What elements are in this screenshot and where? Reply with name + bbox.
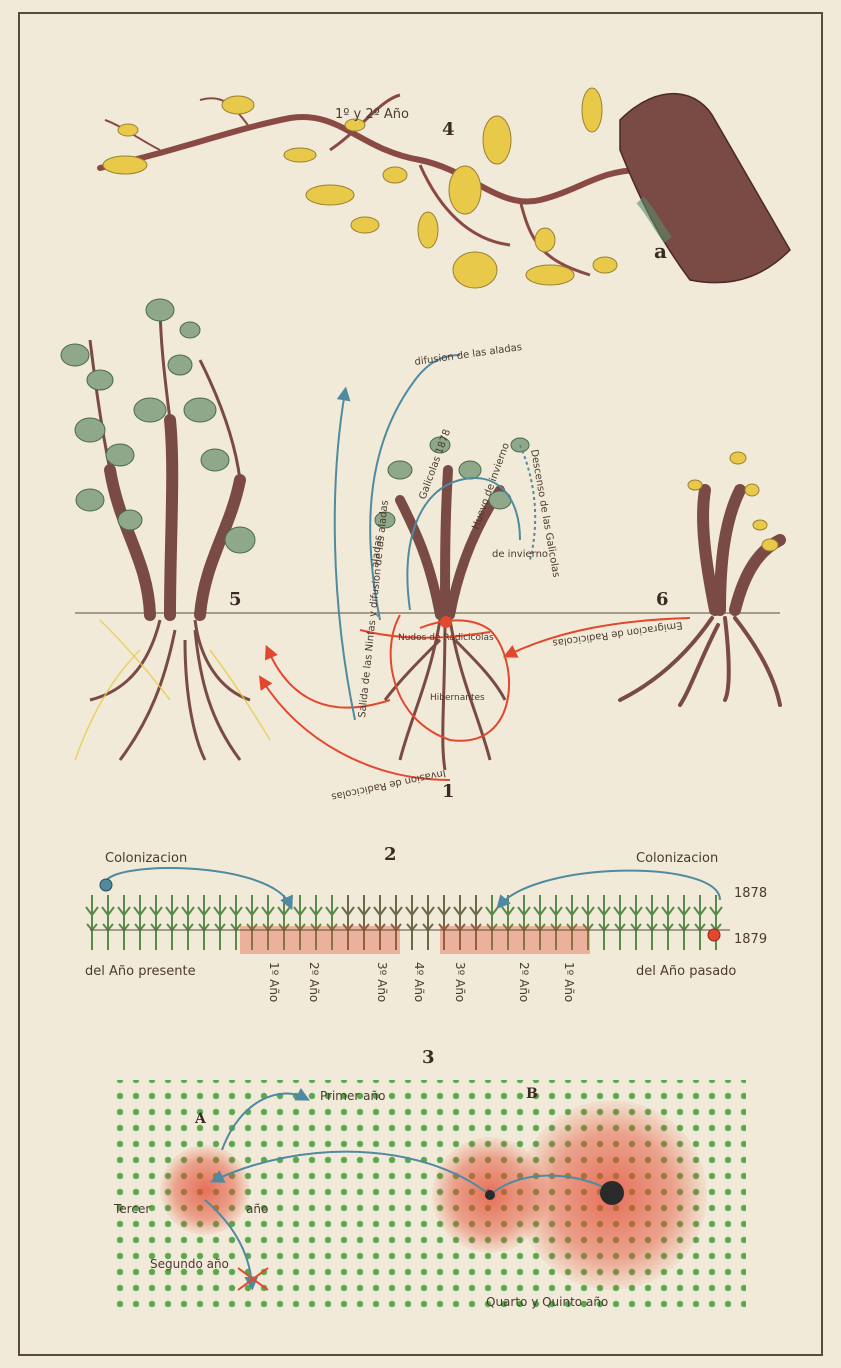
- fig1-label-difusion: difusion de las aladas: [414, 342, 523, 368]
- fig3-spot-A: [160, 1145, 250, 1235]
- fig2-plant: [182, 895, 194, 950]
- fig2-year-1878: 1878: [734, 886, 767, 901]
- fig4-marker-a: a: [654, 239, 667, 263]
- fig1-label-hibernantes: Hibernantes: [430, 693, 485, 703]
- fig2-plant: [678, 895, 690, 950]
- fig2-plant: [198, 895, 210, 950]
- fig2-colonizacion-left: Colonizacion: [105, 851, 187, 866]
- fig1-label-nudo: Nudos de Radicicolas: [398, 633, 494, 643]
- fig2-year-1879: 1879: [734, 932, 767, 947]
- fig2-plant: [118, 895, 130, 950]
- fig2-plant: [102, 895, 114, 950]
- fig1-red-node: [440, 616, 452, 628]
- fig2-plant: [422, 895, 434, 950]
- fig5-number: 5: [229, 589, 242, 610]
- fig2-tick-label: 3º Año: [375, 962, 389, 1002]
- fig2-left-arrow: [105, 868, 290, 905]
- fig2-tick-label: 1º Año: [562, 962, 576, 1002]
- fig2-del-ano-pasado: del Año pasado: [636, 964, 736, 979]
- fig2-plant: [694, 895, 706, 950]
- fig1-number: 1: [442, 781, 455, 802]
- fig2-tick-label: 1º Año: [267, 962, 281, 1002]
- fig3-center-B-small: [485, 1190, 495, 1200]
- fig3-label-B: B: [526, 1086, 538, 1102]
- fig2-plant: [214, 895, 226, 950]
- fig6-number: 6: [656, 589, 669, 610]
- fig3-label-quarto: Quarto y Quinto año: [486, 1295, 608, 1309]
- fig3-label-primer: Primer año: [320, 1089, 385, 1103]
- fig1-label-huevo: Huevo de invierno: [470, 442, 512, 532]
- fig2-plant: [662, 895, 674, 950]
- fig3-label-segundo: Segundo año: [150, 1257, 229, 1271]
- fig2-plant: [710, 895, 722, 950]
- fig4-year-label: 1º y 2º Año: [335, 107, 409, 122]
- fig2-tick-label: 2º Año: [307, 962, 321, 1002]
- fig1-label-salida: Salida de las Ninfas y difusion de las a…: [357, 500, 391, 719]
- fig2-year-ticks: 1º Año 2º Año 3º Año 4º Año 3º Año 2º Año 1º A…: [267, 962, 576, 1002]
- fig2-plant-row: [86, 895, 722, 950]
- fig2-origin-left: [100, 879, 112, 891]
- fig2-plant: [150, 895, 162, 950]
- fig2-tick-label: 2º Año: [517, 962, 531, 1002]
- fig3-label-A: A: [194, 1111, 207, 1127]
- fig3-label-ano: año: [246, 1202, 268, 1216]
- fig3-number: 3: [422, 1047, 435, 1068]
- fig2-origin-right: [708, 929, 720, 941]
- fig2-plant: [614, 895, 626, 950]
- fig2-plant: [646, 895, 658, 950]
- fig1-label-invierno: de invierno: [492, 549, 548, 560]
- fig2-del-ano-presente: del Año presente: [85, 964, 196, 979]
- fig2-plant: [166, 895, 178, 950]
- fig2-colonizacion-right: Colonizacion: [636, 851, 718, 866]
- fig2-plant: [406, 895, 418, 950]
- fig2-number: 2: [384, 844, 397, 865]
- fig3-center-B-large: [600, 1181, 624, 1205]
- fig2-plant: [630, 895, 642, 950]
- fig2-plant: [598, 895, 610, 950]
- fig2-plant: [86, 895, 98, 950]
- fig2-plant: [134, 895, 146, 950]
- fig4-number: 4: [442, 119, 455, 140]
- fig2-tick-label: 3º Año: [453, 962, 467, 1002]
- fig2-right-arrow: [500, 871, 720, 905]
- fig3-label-tercer: Tercer: [113, 1202, 150, 1216]
- fig2-tick-label: 4º Año: [412, 962, 426, 1002]
